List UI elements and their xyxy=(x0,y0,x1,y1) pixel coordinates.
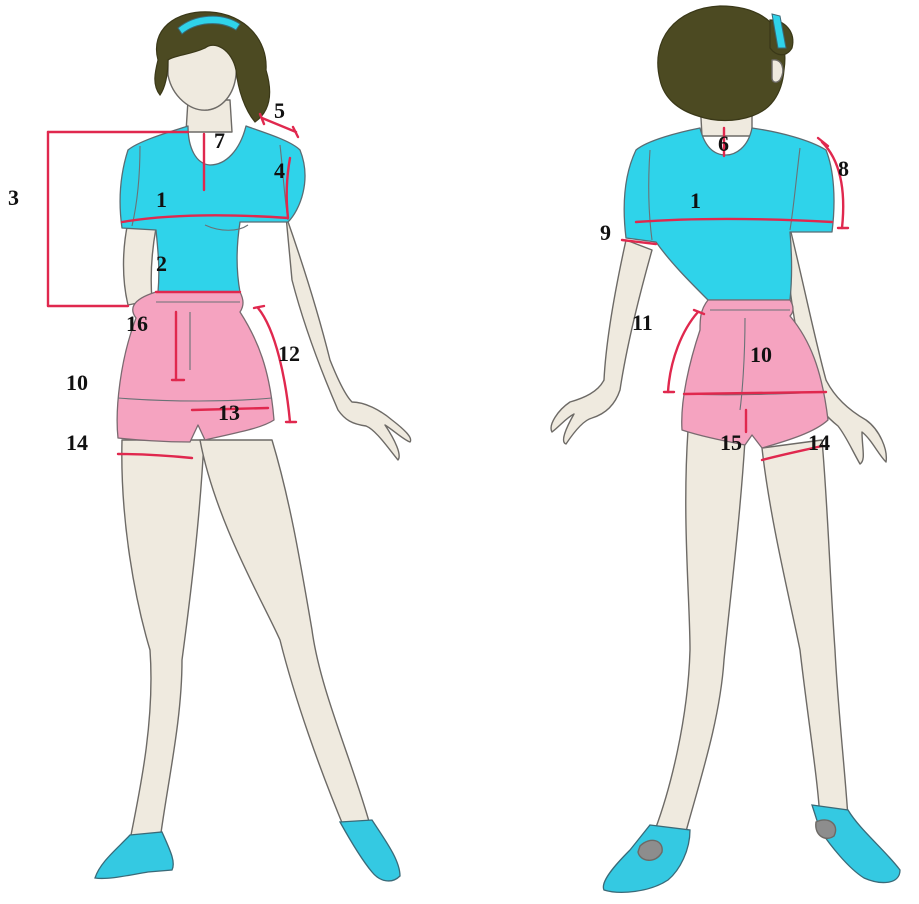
label-back-neck: 6 xyxy=(718,131,729,156)
back-right-leg xyxy=(762,440,848,820)
back-hair xyxy=(658,6,785,121)
label-front-length: 3 xyxy=(8,185,19,210)
label-chest-front: 1 xyxy=(156,187,167,212)
label-armhole: 4 xyxy=(274,158,285,183)
label-shoulder: 5 xyxy=(274,98,285,123)
back-top xyxy=(624,128,834,300)
front-right-shoe xyxy=(340,820,400,881)
label-neck-depth: 7 xyxy=(214,128,225,153)
front-figure: 1 2 3 4 5 7 10 12 13 14 16 xyxy=(8,12,411,881)
back-right-heel xyxy=(816,820,836,838)
front-right-arm xyxy=(286,216,411,460)
label-sleeve-opening: 9 xyxy=(600,220,611,245)
label-chest-back: 1 xyxy=(690,188,701,213)
front-right-leg xyxy=(200,440,370,830)
back-left-leg xyxy=(655,430,745,835)
label-hem: 13 xyxy=(218,400,240,425)
front-left-shoe xyxy=(95,832,173,878)
label-thigh-front: 14 xyxy=(66,430,88,455)
back-figure: 1 6 8 9 10 11 14 15 xyxy=(551,6,900,892)
front-left-arm xyxy=(124,222,157,305)
label-back-inseam: 15 xyxy=(720,430,742,455)
label-hip-front: 10 xyxy=(66,370,88,395)
back-right-shoe xyxy=(812,805,900,883)
label-thigh-back: 14 xyxy=(808,430,830,455)
back-ear xyxy=(772,60,783,82)
label-side-length: 12 xyxy=(278,341,300,366)
label-waist-front: 2 xyxy=(156,251,167,276)
label-back-side-length: 11 xyxy=(632,310,653,335)
label-front-rise: 16 xyxy=(126,311,148,336)
label-hip-back: 10 xyxy=(750,342,772,367)
label-sleeve-length: 8 xyxy=(838,156,849,181)
front-left-leg xyxy=(122,440,204,840)
back-left-arm xyxy=(551,240,652,444)
